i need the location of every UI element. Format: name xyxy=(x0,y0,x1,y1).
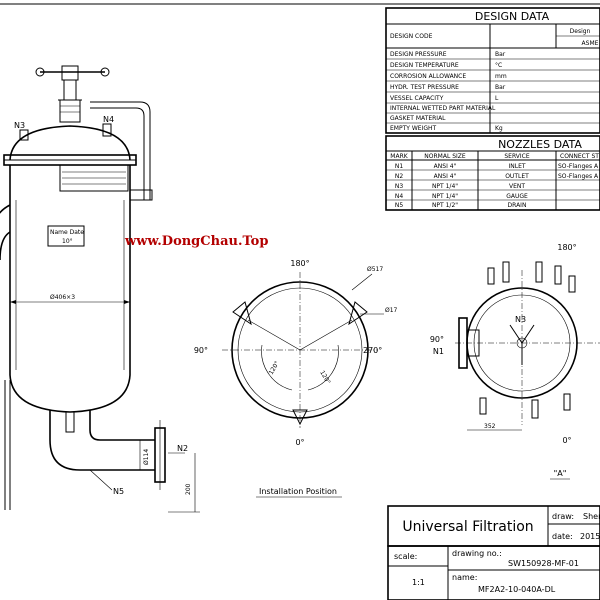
design-row-unit: Kg xyxy=(495,125,503,132)
nozzle-header: NORMAL SIZE xyxy=(424,153,466,160)
design-row-label: HYDR. TEST PRESSURE xyxy=(390,84,459,91)
nozzle-connect: SO-Flanges A xyxy=(558,163,599,170)
nozzle-mark: N5 xyxy=(395,202,403,209)
design-row-unit: °C xyxy=(495,62,502,69)
nameplate-text: Name Date xyxy=(50,229,84,236)
watermark: www.DongChau.Top xyxy=(124,234,268,249)
scale-label: scale: xyxy=(394,552,417,561)
nozzle-mark: N2 xyxy=(395,173,403,180)
name-label: name: xyxy=(452,573,477,582)
install-bolt-circle: Ø517 xyxy=(367,266,383,273)
design-row-label: DESIGN CODE xyxy=(390,33,433,40)
company-name: Universal Filtration xyxy=(402,519,533,535)
drawing-no-value: SW150928-MF-01 xyxy=(508,559,579,568)
view-a-angle-left: 90° xyxy=(430,335,444,344)
install-angle-120-left: 120° xyxy=(268,360,281,376)
nozzle-label-n4: N4 xyxy=(103,115,114,124)
nozzle-label-n5: N5 xyxy=(113,487,124,496)
nameplate-text: 10° xyxy=(62,238,73,245)
nozzle-service: GAUGE xyxy=(506,193,528,200)
handwheel-icon xyxy=(35,65,110,123)
install-angle-120-right: 120° xyxy=(318,370,331,386)
shell-diameter-dim: Ø406×3 xyxy=(50,294,75,301)
draw-value: Sher xyxy=(583,512,600,521)
design-row-label: CORROSION ALLOWANCE xyxy=(390,73,466,80)
design-row-unit: Bar xyxy=(495,51,506,58)
view-a: 180° 90° N1 N3 0° 352 "A" xyxy=(430,243,600,480)
design-col-header: Design xyxy=(570,28,591,35)
design-row-label: GASKET MATERIAL xyxy=(390,115,446,122)
install-angle-left: 90° xyxy=(194,346,208,355)
view-a-angle-bottom: 0° xyxy=(562,436,571,445)
design-row-unit: mm xyxy=(495,73,507,80)
design-row-label: DESIGN PRESSURE xyxy=(390,51,447,58)
install-hole: Ø17 xyxy=(385,307,398,314)
installation-caption: Installation Position xyxy=(259,487,337,496)
side-view: N3 N4 Name Date 10° Ø406×3 xyxy=(0,65,200,513)
height-dim: 200 xyxy=(185,483,192,495)
install-angle-bottom: 0° xyxy=(295,438,304,447)
nozzle-mark: N3 xyxy=(395,183,403,190)
nozzle-label-n2: N2 xyxy=(177,444,188,453)
installation-view: 180° 90° 270° 0° Ø517 Ø17 120° 120° Inst… xyxy=(194,259,398,498)
date-value: 2015 xyxy=(580,532,600,541)
design-row-label: VESSEL CAPACITY xyxy=(390,95,444,102)
view-a-caption: "A" xyxy=(554,469,567,478)
nozzle-mark: N4 xyxy=(395,193,403,200)
design-col-header-2: ASME xyxy=(582,40,599,47)
design-row-unit: Bar xyxy=(495,84,506,91)
pipe-diameter-dim: Ø114 xyxy=(143,449,150,465)
design-data-title: DESIGN DATA xyxy=(475,10,550,23)
nozzle-size: NPT 1/4" xyxy=(432,183,458,190)
design-row-label: EMPTY WEIGHT xyxy=(390,125,436,132)
view-a-n3: N3 xyxy=(515,315,526,324)
nozzles-data-title: NOZZLES DATA xyxy=(498,138,582,151)
nozzle-label-n3: N3 xyxy=(14,121,25,130)
nozzles-data-table: NOZZLES DATA MARK NORMAL SIZE SERVICE CO… xyxy=(385,135,600,211)
design-row-label: DESIGN TEMPERATURE xyxy=(390,62,459,69)
nozzle-service: DRAIN xyxy=(508,202,527,209)
drawing-no-label: drawing no.: xyxy=(452,549,502,558)
nozzle-mark: N1 xyxy=(395,163,403,170)
date-label: date: xyxy=(552,532,573,541)
draw-label: draw: xyxy=(552,512,574,521)
nozzle-header: CONNECT ST xyxy=(560,153,599,160)
view-a-dim: 352 xyxy=(484,423,496,430)
nozzle-service: VENT xyxy=(509,183,525,190)
view-a-mark-n1: N1 xyxy=(433,347,444,356)
nozzle-service: INLET xyxy=(508,163,525,170)
install-angle-right: 270° xyxy=(363,346,382,355)
nozzle-header: SERVICE xyxy=(504,153,530,160)
title-block: Universal Filtration draw: Sher date: 20… xyxy=(387,505,600,600)
scale-value: 1:1 xyxy=(412,578,425,587)
nozzle-size: ANSI 4" xyxy=(434,163,457,170)
view-a-angle-top: 180° xyxy=(557,243,576,252)
nozzle-service: OUTLET xyxy=(505,173,529,180)
design-row-unit: L xyxy=(495,95,499,102)
nozzle-size: NPT 1/2" xyxy=(432,202,458,209)
name-value: MF2A2-10-040A-DL xyxy=(478,585,556,594)
nozzle-size: ANSI 4" xyxy=(434,173,457,180)
design-row-label: INTERNAL WETTED PART MATERIAL xyxy=(390,105,496,112)
nozzle-connect: SO-Flanges A xyxy=(558,173,599,180)
install-angle-top: 180° xyxy=(290,259,309,268)
nozzle-header: MARK xyxy=(390,153,408,160)
nozzle-size: NPT 1/4" xyxy=(432,193,458,200)
design-data-table: DESIGN DATA Design ASME DESIGN CODE DESI… xyxy=(385,7,600,134)
